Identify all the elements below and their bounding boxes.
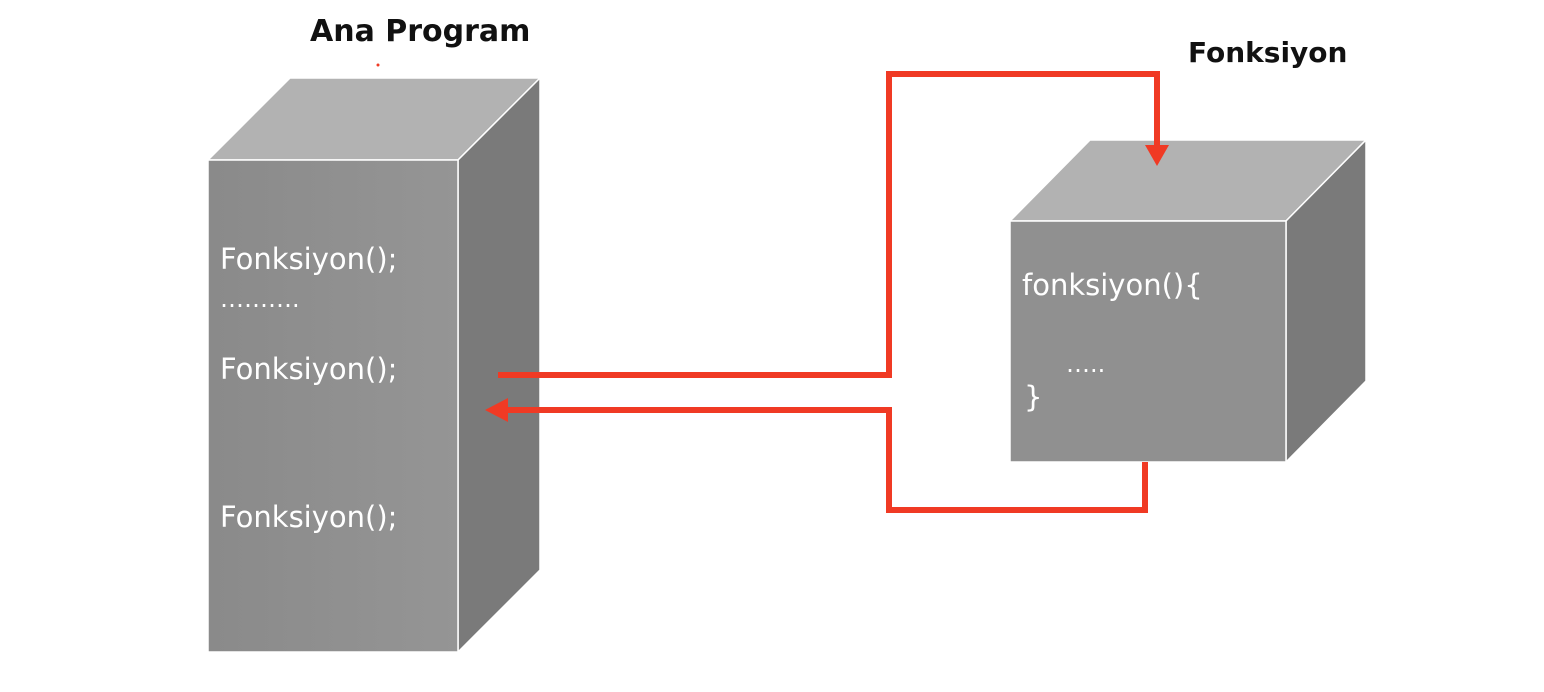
main-line-call-2: Fonksiyon(); — [220, 352, 398, 386]
red-dot-mark — [376, 63, 380, 67]
function-title: Fonksiyon — [1188, 36, 1348, 69]
function-line-close: } — [1024, 380, 1043, 414]
return-arrow-head — [485, 398, 508, 422]
call-arrow-head — [1145, 145, 1169, 166]
main-line-call-3: Fonksiyon(); — [220, 500, 398, 534]
main-line-call-1: Fonksiyon(); — [220, 242, 398, 276]
main-program-title: Ana Program — [310, 14, 531, 49]
call-arrow-line — [498, 71, 1160, 378]
function-block — [1008, 138, 1368, 464]
main-block-side-face — [457, 76, 541, 654]
main-program-block — [206, 76, 542, 654]
main-block-front-face — [207, 159, 459, 653]
return-arrow — [485, 398, 1148, 513]
return-arrow-line — [505, 407, 1148, 513]
call-arrow — [498, 71, 1169, 378]
function-block-front-face — [1009, 220, 1287, 463]
function-line-signature: fonksiyon(){ — [1022, 268, 1203, 302]
function-line-body: ….. — [1066, 350, 1106, 378]
main-line-ellipsis: ………. — [220, 285, 300, 313]
